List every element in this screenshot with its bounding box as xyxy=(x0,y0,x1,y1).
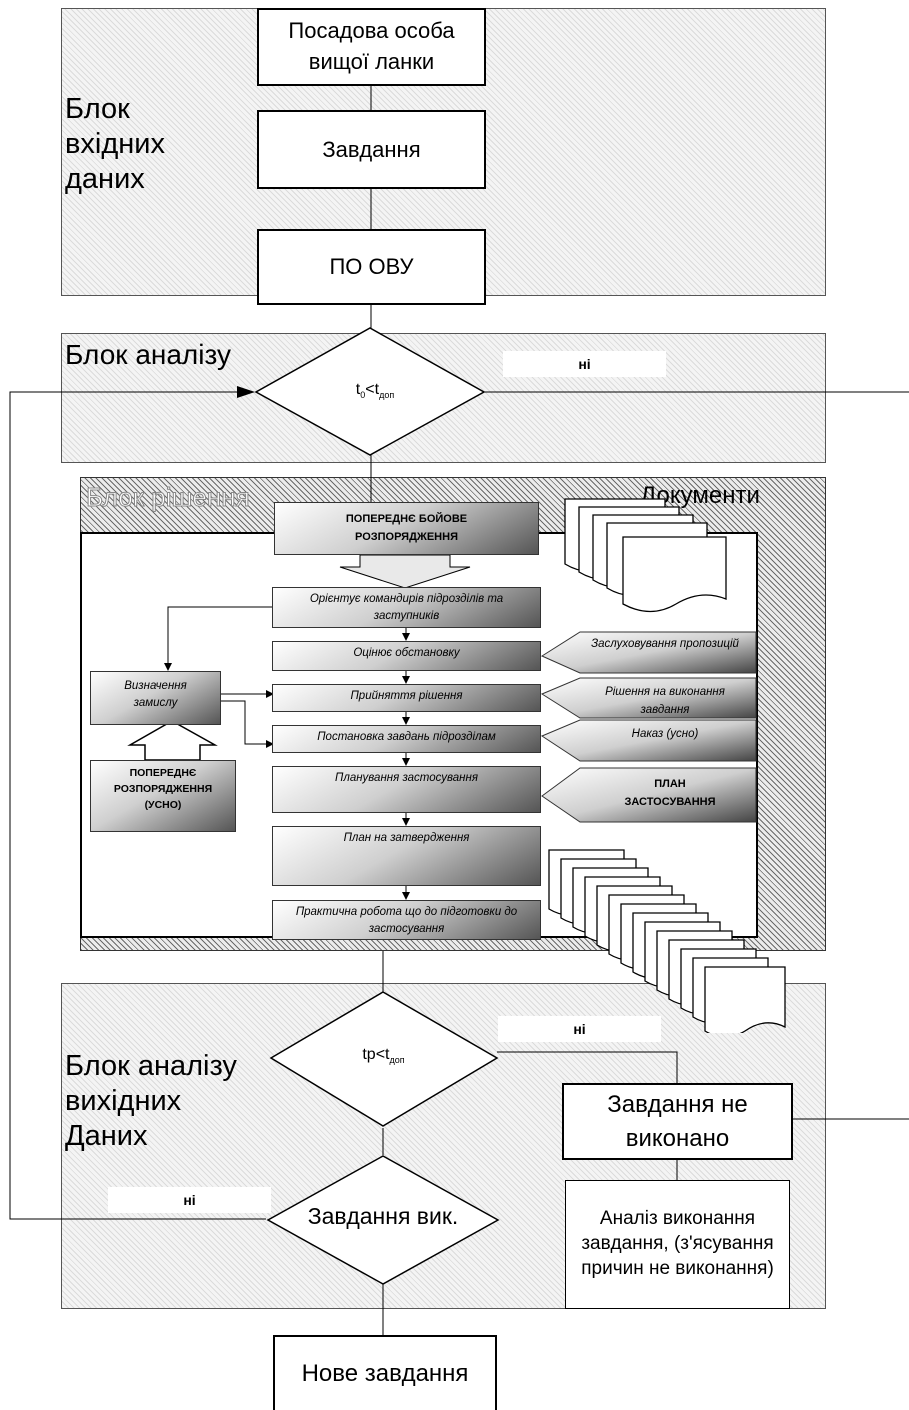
no-label-2: ні xyxy=(498,1016,661,1042)
senior-official-text: Посадова особа вищої ланки xyxy=(288,18,455,74)
step-planning-text: Планування застосування xyxy=(335,772,478,784)
new-task-box: Нове завдання xyxy=(273,1335,497,1410)
step-plan-approval-text: План на затвердження xyxy=(343,832,470,844)
step-tasking: Постановка завдань підрозділам xyxy=(272,725,541,753)
input-block-title: Блок вхідних даних xyxy=(65,93,165,195)
side-arrow-decision: Рішення на виконання завдання xyxy=(605,686,725,717)
no-label-3: ні xyxy=(108,1187,271,1213)
concept-text: Визначення замислу xyxy=(124,680,187,710)
prelim-combat-order-box: ПОПЕРЕДНЄ БОЙОВЕ РОЗПОРЯДЖЕННЯ xyxy=(274,502,539,555)
analysis-box: Аналіз виконання завдання, (з'ясування п… xyxy=(565,1180,790,1309)
prelim-order-oral-box: ПОПЕРЕДНЄ РОЗПОРЯДЖЕННЯ (УСНО) xyxy=(90,760,236,832)
decision-3-label: Завдання вик. xyxy=(307,1203,459,1229)
task-not-done-box: Завдання не виконано xyxy=(562,1083,793,1160)
prelim-combat-order-text: ПОПЕРЕДНЄ БОЙОВЕ РОЗПОРЯДЖЕННЯ xyxy=(345,513,468,543)
step-assess-text: Оцінює обстановку xyxy=(353,647,460,659)
document-stack-icon xyxy=(564,498,727,613)
side-arrow-order: Наказ (усно) xyxy=(631,728,699,740)
decision-diamond-2 xyxy=(269,991,499,1127)
po-ovu-text: ПО ОВУ xyxy=(329,254,414,279)
step-planning: Планування застосування xyxy=(272,766,541,813)
step-tasking-text: Постановка завдань підрозділам xyxy=(317,731,496,743)
step-assess: Оцінює обстановку xyxy=(272,641,541,671)
step-practical: Практична робота що до підготовки до зас… xyxy=(272,900,541,940)
analysis-text: Аналіз виконання завдання, (з'ясування п… xyxy=(581,1208,774,1279)
step-plan-approval: План на затвердження xyxy=(272,826,541,886)
step-decision: Прийняття рішення xyxy=(272,684,541,712)
step-orient-text: Орієнтує командирів підрозділів та засту… xyxy=(309,593,504,623)
decision-1-label: t0<tдоп xyxy=(355,381,395,401)
step-practical-text: Практична робота що до підготовки до зас… xyxy=(295,906,518,936)
document-stack-large-icon xyxy=(548,849,786,1033)
side-arrows xyxy=(540,631,757,823)
task-text: Завдання xyxy=(322,136,421,162)
decision-diamond-3 xyxy=(266,1155,500,1285)
step-orient: Орієнтує командирів підрозділів та засту… xyxy=(272,587,541,628)
decision-2-label: tр<tдоп xyxy=(362,1046,405,1066)
output-block-title: Блок аналізу вихідних Даних xyxy=(65,1050,237,1152)
prelim-order-oral-text: ПОПЕРЕДНЄ РОЗПОРЯДЖЕННЯ (УСНО) xyxy=(113,767,213,811)
decision-block-title: Блок рішення xyxy=(86,482,251,513)
task-not-done-text: Завдання не виконано xyxy=(607,1090,748,1152)
no-label-1: ні xyxy=(503,351,666,377)
senior-official-box: Посадова особа вищої ланки xyxy=(257,8,486,86)
step-decision-text: Прийняття рішення xyxy=(350,690,463,702)
po-ovu-box: ПО ОВУ xyxy=(257,229,486,305)
decision-diamond-1 xyxy=(254,327,486,456)
new-task-text: Нове завдання xyxy=(301,1359,469,1387)
side-arrow-proposals: Заслуховування пропозицій xyxy=(591,638,739,650)
task-box: Завдання xyxy=(257,110,486,189)
side-arrow-plan: ПЛАН ЗАСТОСУВАННЯ xyxy=(624,778,716,808)
analysis-block-title: Блок аналізу xyxy=(65,339,232,370)
concept-box: Визначення замислу xyxy=(90,671,221,725)
